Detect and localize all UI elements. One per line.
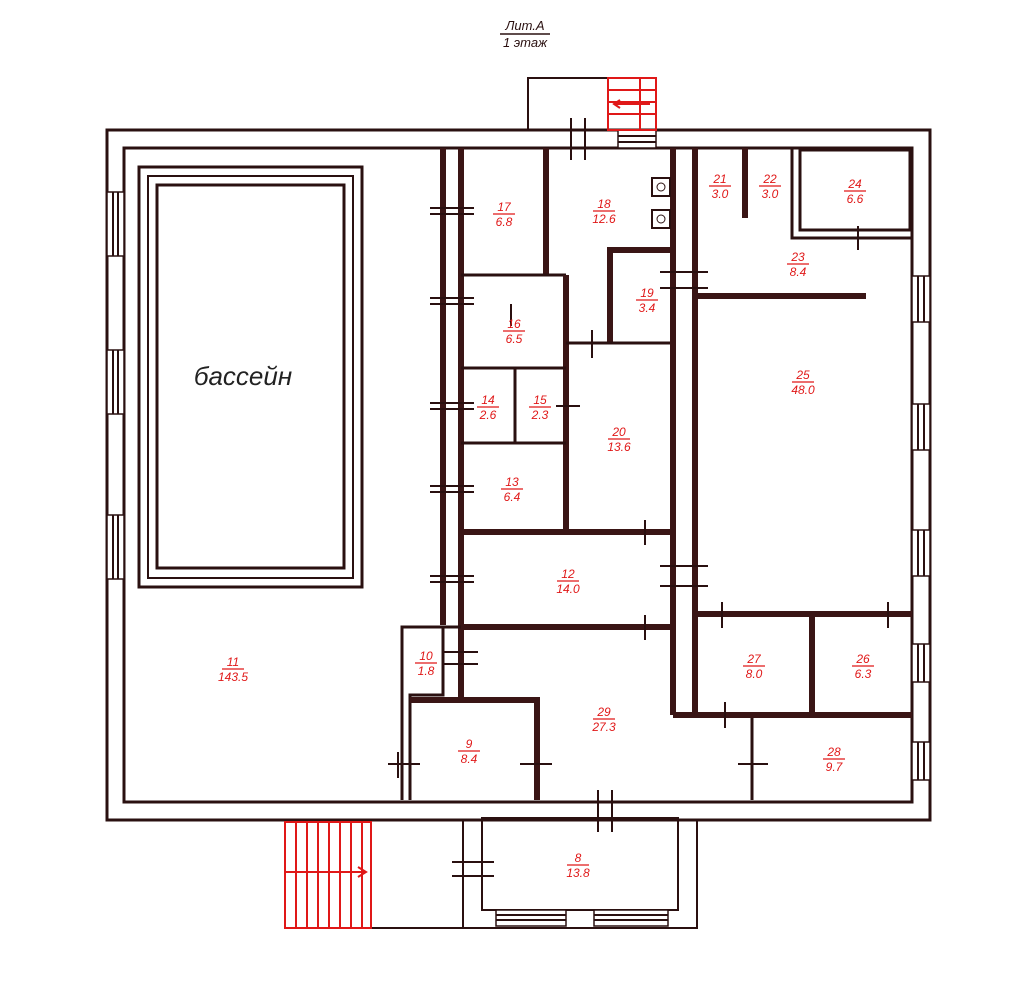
room-12-number: 12 xyxy=(561,567,575,581)
room-10-area: 1.8 xyxy=(418,664,435,678)
room-15-label: 152.3 xyxy=(529,393,551,422)
room-17-number: 17 xyxy=(497,200,512,214)
room-22-label: 223.0 xyxy=(759,172,781,201)
room-26-number: 26 xyxy=(855,652,870,666)
room-11-number: 11 xyxy=(227,655,239,669)
room-19-number: 19 xyxy=(640,286,654,300)
room-25-area: 48.0 xyxy=(791,383,815,397)
room-25-number: 25 xyxy=(795,368,810,382)
staircase-bottom xyxy=(284,821,372,929)
pool: бассейн xyxy=(137,165,364,589)
pool-label: бассейн xyxy=(194,361,292,391)
room-21-area: 3.0 xyxy=(712,187,729,201)
room-12-area: 14.0 xyxy=(556,582,580,596)
room-8-label: 813.8 xyxy=(566,851,590,880)
room-10-label: 101.8 xyxy=(415,649,437,678)
room-17-area: 6.8 xyxy=(496,215,513,229)
room-18-area: 12.6 xyxy=(592,212,616,226)
room-15-number: 15 xyxy=(533,393,547,407)
room-24-area: 6.6 xyxy=(847,192,864,206)
room-28-label: 289.7 xyxy=(823,745,845,774)
room-9-number: 9 xyxy=(466,737,473,751)
interior-walls xyxy=(400,148,912,800)
room-14-label: 142.6 xyxy=(477,393,499,422)
room-26-label: 266.3 xyxy=(852,652,874,681)
staircase-top xyxy=(607,77,657,131)
room-8-area: 13.8 xyxy=(566,866,590,880)
room-22-number: 22 xyxy=(762,172,777,186)
room-20-number: 20 xyxy=(611,425,626,439)
room-18-number: 18 xyxy=(597,197,611,211)
room-29-number: 29 xyxy=(596,705,611,719)
header-line-2: 1 этаж xyxy=(503,35,548,50)
room-23-label: 238.4 xyxy=(787,250,809,279)
room-29-area: 27.3 xyxy=(591,720,616,734)
room-labels: 813.898.4101.811143.51214.0136.4142.6152… xyxy=(218,172,874,880)
room-19-label: 193.4 xyxy=(636,286,658,315)
room-13-label: 136.4 xyxy=(501,475,523,504)
room-27-label: 278.0 xyxy=(743,652,765,681)
room-27-area: 8.0 xyxy=(746,667,763,681)
room-23-number: 23 xyxy=(790,250,805,264)
room-16-label: 166.5 xyxy=(503,317,525,346)
room-11-area: 143.5 xyxy=(218,670,248,684)
room-23-area: 8.4 xyxy=(790,265,807,279)
room-14-area: 2.6 xyxy=(479,408,497,422)
room-21-label: 213.0 xyxy=(709,172,731,201)
room-17-label: 176.8 xyxy=(493,200,515,229)
room-13-area: 6.4 xyxy=(504,490,521,504)
room-15-area: 2.3 xyxy=(531,408,549,422)
room-22-area: 3.0 xyxy=(762,187,779,201)
room-9-area: 8.4 xyxy=(461,752,478,766)
room-24-label: 246.6 xyxy=(844,177,866,206)
windows xyxy=(106,129,931,927)
room-14-number: 14 xyxy=(481,393,495,407)
sheet-header: Лит.А 1 этаж xyxy=(500,18,550,50)
door-markers xyxy=(388,118,889,877)
room-13-number: 13 xyxy=(505,475,519,489)
room-27-number: 27 xyxy=(746,652,762,666)
room-28-number: 28 xyxy=(826,745,841,759)
room-8-number: 8 xyxy=(575,851,582,865)
room-16-area: 6.5 xyxy=(506,332,523,346)
room-10-number: 10 xyxy=(419,649,433,663)
room-9-label: 98.4 xyxy=(458,737,480,766)
room-20-area: 13.6 xyxy=(607,440,631,454)
room-21-number: 21 xyxy=(712,172,726,186)
room-26-area: 6.3 xyxy=(855,667,872,681)
room-24-number: 24 xyxy=(847,177,862,191)
room-19-area: 3.4 xyxy=(639,301,656,315)
room-16-number: 16 xyxy=(507,317,521,331)
room-28-area: 9.7 xyxy=(826,760,844,774)
header-line-1: Лит.А xyxy=(504,18,544,33)
